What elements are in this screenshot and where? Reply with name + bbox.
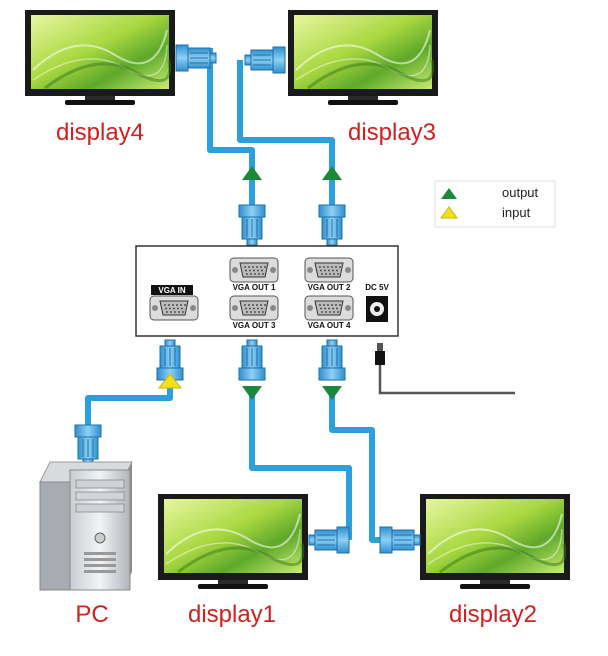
- legend-input-arrow: [440, 206, 458, 219]
- vga-plug-display3: [244, 46, 286, 74]
- monitor-display1: [156, 492, 310, 591]
- port-vga-out-3: [229, 295, 279, 321]
- vga-splitter-box: VGA IN VGA OUT 1 VGA OUT 2 VGA OUT 3 VGA…: [135, 245, 399, 337]
- vga-in-badge: [151, 285, 193, 295]
- monitor-display4: [23, 8, 177, 107]
- power-cable: [375, 343, 515, 395]
- vga-out-2-label: VGA OUT 2: [308, 283, 351, 292]
- vga-plug-out-top-left: [238, 204, 266, 246]
- monitor-display2: [418, 492, 572, 591]
- legend-output-label: output: [502, 185, 539, 200]
- label-pc: PC: [75, 601, 108, 628]
- input-arrow-pc: [157, 373, 183, 389]
- vga-plug-out-top-right: [318, 204, 346, 246]
- dc-5v-label: DC 5V: [365, 283, 389, 292]
- dc-jack: [366, 296, 388, 322]
- cable-pc: [85, 385, 173, 425]
- vga-in-label: VGA IN: [158, 286, 185, 295]
- vga-out-3-label: VGA OUT 3: [233, 321, 276, 330]
- port-vga-out-4: [304, 295, 354, 321]
- label-display4: display4: [56, 119, 144, 146]
- legend-output-arrow: [441, 188, 457, 199]
- output-arrow-display3: [322, 166, 342, 180]
- port-vga-out-2: [304, 257, 354, 283]
- legend-input-label: input: [502, 205, 531, 220]
- output-arrow-display4: [242, 166, 262, 180]
- label-display1: display1: [188, 601, 276, 628]
- vga-plug-display4: [175, 44, 217, 72]
- pc-tower: [39, 461, 133, 591]
- legend: output input: [434, 180, 556, 228]
- vga-plug-display1: [308, 526, 350, 554]
- monitor-display3: [286, 8, 440, 107]
- output-arrow-display2: [322, 386, 342, 400]
- vga-out-1-label: VGA OUT 1: [233, 283, 276, 292]
- port-vga-out-1: [229, 257, 279, 283]
- vga-plug-pc: [74, 424, 102, 466]
- vga-out-4-label: VGA OUT 4: [308, 321, 351, 330]
- label-display2: display2: [449, 601, 537, 628]
- cable-display1: [249, 395, 352, 540]
- cable-display4: [207, 48, 255, 205]
- vga-plug-out-bottom-right: [318, 339, 346, 381]
- output-arrow-display1: [242, 386, 262, 400]
- label-display3: display3: [348, 119, 436, 146]
- vga-plug-display2: [379, 526, 421, 554]
- vga-plug-out-bottom-left: [238, 339, 266, 381]
- port-vga-in: [149, 295, 199, 321]
